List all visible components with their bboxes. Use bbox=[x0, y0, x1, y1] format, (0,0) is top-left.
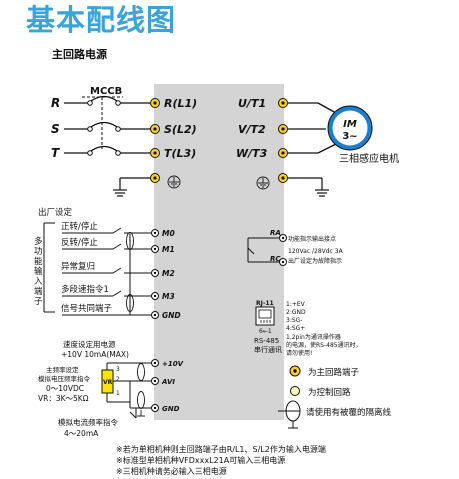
speed-setting: 速度设定用电源 +10V 10mA(MAX) 主频率设定 模拟电压频率指令 0～… bbox=[38, 339, 184, 438]
input-label-r: R bbox=[51, 96, 60, 110]
input-label-reset: 异常复归 bbox=[61, 261, 95, 272]
pot-pin-3: 3 bbox=[116, 366, 120, 373]
terminal-m0: M0 bbox=[162, 229, 175, 238]
legend-control-circuit: 为控制回路 bbox=[308, 387, 351, 398]
relay-rc-label: RC bbox=[270, 255, 281, 263]
multi-function-label-1: 多 bbox=[34, 236, 43, 247]
motor-symbol-im: IM bbox=[343, 119, 357, 130]
potentiometer-label: VR bbox=[103, 379, 113, 386]
terminal-label-w: W/T3 bbox=[236, 147, 268, 160]
mccb-label: MCCB bbox=[90, 86, 122, 97]
multi-function-label-6: 端 bbox=[34, 286, 43, 297]
note-2: ※标准型单相机种VFDxxxL21A可输入三相电源 bbox=[116, 455, 285, 465]
terminal-m2: M2 bbox=[162, 269, 175, 278]
factory-setting-label: 出厂设定 bbox=[38, 207, 73, 218]
legend-shield: 请使用有被覆的隔离线 bbox=[306, 407, 392, 418]
section-main-power: 主回路电源 bbox=[52, 47, 107, 61]
rs485-pin-2: 2:GND bbox=[286, 309, 306, 316]
rs485-note-1: 1,2pin为通讯操作器 bbox=[286, 333, 341, 341]
speed-current-range: 4～20mA bbox=[64, 429, 99, 438]
drive-body bbox=[154, 84, 284, 420]
speed-vr-value: VR：3K～5KΩ bbox=[38, 394, 89, 403]
legend-control-terminal-icon bbox=[290, 386, 300, 396]
input-line-t: T bbox=[51, 145, 150, 160]
terminal-w: W/T3 bbox=[236, 143, 337, 160]
note-3: ※三相机种请务必输入三相电源 bbox=[116, 466, 227, 476]
input-line-r: R bbox=[51, 95, 150, 110]
relay-desc-3: 出厂设定为故障指示 bbox=[288, 257, 342, 265]
input-label-t: T bbox=[51, 146, 60, 160]
relay-output: RA RC 功能指示输出接点 120Vac /28Vdc 3A 出厂设定为故障指… bbox=[247, 229, 344, 266]
relay-desc-2: 120Vac /28Vdc 3A bbox=[288, 248, 344, 255]
rj11-jack-icon bbox=[255, 306, 275, 326]
control-inputs: 正转/停止 M0 反转/停止 M1 异常复归 M2 多段速指令1 M3 信号共同… bbox=[61, 221, 181, 320]
rs485-port: RJ-11 6←1 RS-485 串行通讯 1:+EV 2:GND 3:SG- … bbox=[254, 300, 362, 357]
terminal-m3: M3 bbox=[162, 292, 175, 301]
terminal-avi: AVI bbox=[161, 378, 175, 386]
multi-function-label-3: 能 bbox=[34, 256, 43, 267]
multi-function-label-5: 入 bbox=[34, 277, 43, 287]
legend: 为主回路端子 为控制回路 请使用有被覆的隔离线 bbox=[278, 365, 392, 429]
terminal-m1: M1 bbox=[162, 245, 175, 254]
rs485-desc: 串行通讯 bbox=[254, 345, 282, 354]
motor: IM 3~ 三相感应电机 bbox=[327, 105, 399, 165]
terminal-10v: +10V bbox=[162, 360, 184, 368]
rs485-pin-4: 4:SG+ bbox=[286, 325, 305, 332]
terminal-gnd-input: GND bbox=[162, 311, 181, 320]
pot-pin-2: 2 bbox=[116, 376, 120, 383]
speed-main-title: 主频率设定 bbox=[46, 365, 79, 374]
rs485-pin-order: 6←1 bbox=[259, 328, 272, 335]
rs485-connector-label: RJ-11 bbox=[256, 300, 274, 307]
speed-current-cmd: 模拟电流频率指令 bbox=[58, 417, 118, 427]
terminal-label-v: V/T2 bbox=[238, 123, 266, 136]
input-label-rev: 反转/停止 bbox=[61, 237, 98, 248]
multi-function-label-7: 子 bbox=[34, 297, 43, 307]
terminal-label-t: T(L3) bbox=[164, 147, 196, 160]
terminal-gnd-analog: GND bbox=[162, 405, 180, 413]
relay-desc-1: 功能指示输出接点 bbox=[288, 235, 336, 243]
input-line-s: S bbox=[51, 121, 150, 136]
legend-main-circuit: 为主回路端子 bbox=[308, 367, 360, 378]
shielded-cable-markers bbox=[126, 232, 145, 417]
multi-function-label-4: 输 bbox=[34, 266, 43, 277]
input-label-multistep: 多段速指令1 bbox=[61, 284, 109, 295]
note-1: ※若为单相机种则主回路端子由R/L1、S/L2作为输入电源端 bbox=[116, 444, 326, 454]
rs485-note-3: 请勿使用! bbox=[286, 349, 312, 357]
terminal-r: R(L1) bbox=[150, 97, 197, 110]
terminal-s: S(L2) bbox=[150, 123, 197, 136]
motor-label: 三相感应电机 bbox=[339, 152, 399, 165]
pot-pin-1: 1 bbox=[116, 390, 120, 397]
relay-ra-label: RA bbox=[270, 229, 281, 237]
rs485-pin-1: 1:+EV bbox=[286, 301, 306, 308]
terminal-t: T(L3) bbox=[150, 147, 196, 160]
multi-function-bracket bbox=[43, 222, 55, 313]
speed-range: 0～10VDC bbox=[46, 384, 84, 393]
terminal-v: V/T2 bbox=[238, 123, 326, 136]
speed-analog-cmd: 模拟电压频率指令 bbox=[38, 374, 91, 383]
diagram-title: 基本配线图 bbox=[26, 3, 177, 37]
motor-symbol-phase: 3~ bbox=[342, 131, 357, 142]
speed-power-value: +10V 10mA(MAX) bbox=[61, 350, 129, 359]
ground-terminal-left bbox=[113, 173, 181, 197]
terminal-label-r: R(L1) bbox=[164, 97, 197, 110]
input-label-fwd: 正转/停止 bbox=[61, 221, 98, 232]
input-label-s: S bbox=[51, 122, 60, 136]
input-label-common: 信号共同端子 bbox=[61, 303, 113, 314]
multi-function-label-2: 功 bbox=[34, 246, 43, 257]
ground-terminal-right bbox=[256, 173, 329, 197]
terminal-label-s: S(L2) bbox=[164, 123, 197, 136]
rs485-pin-3: 3:SG- bbox=[286, 317, 302, 324]
terminal-label-u: U/T1 bbox=[238, 97, 266, 110]
rs485-name: RS-485 bbox=[254, 337, 279, 345]
speed-power-title: 速度设定用电源 bbox=[63, 339, 116, 349]
rs485-note-2: 的电源，使RS-485通讯时， bbox=[286, 341, 362, 349]
terminal-u: U/T1 bbox=[238, 97, 337, 114]
